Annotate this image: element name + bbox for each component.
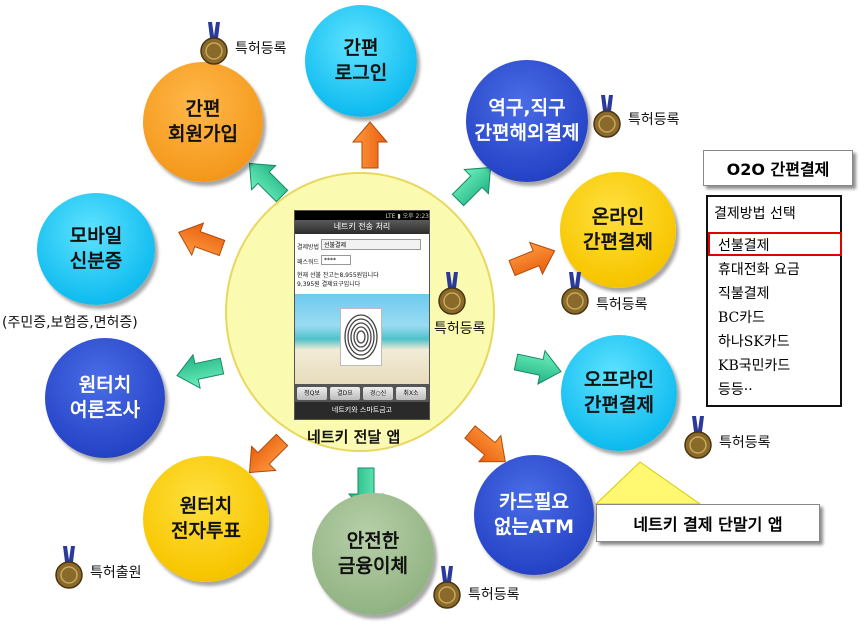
arrow-to-survey <box>176 353 225 389</box>
medal-icon <box>593 95 621 138</box>
overseas-patent-label: 특허등록 <box>628 112 680 128</box>
node-label: 온라인 간편결제 <box>583 206 653 253</box>
o2o-item-hanask-card[interactable]: 하나SK카드 <box>718 334 790 350</box>
node-label: 오프라인 간편결제 <box>584 369 654 416</box>
o2o-item-debit[interactable]: 직불결제 <box>718 286 770 302</box>
phone-status-bar: LTE ▮ 오후 2:23 <box>295 211 429 220</box>
phone-footer: 네트키와 스마트금고 <box>295 402 429 419</box>
connect-button[interactable]: 경○신 <box>363 387 393 400</box>
arrow-to-overseas <box>451 166 492 207</box>
node-label: 원터치 여론조사 <box>70 374 140 421</box>
balance-info: 현재 선불 잔고는8,955원입니다 <box>297 272 379 279</box>
password-field[interactable]: **** <box>321 255 351 265</box>
o2o-item-bc-card[interactable]: BC카드 <box>718 310 766 326</box>
o2o-item-mobile-bill[interactable]: 휴대전화 요금 <box>718 262 800 278</box>
vote-patent-label: 특허출원 <box>90 565 142 581</box>
node-mobile-id: 모바일 신분증 <box>37 193 155 305</box>
node-label: 간편 로그인 <box>334 37 388 84</box>
medal-icon <box>438 272 466 315</box>
medal-icon <box>200 22 228 65</box>
node-safe-transfer: 안전한 금융이체 <box>312 493 434 615</box>
o2o-header: 결제방법 선택 <box>714 206 796 222</box>
phone-form: 결제방법 선불결제 패스워드 **** 현재 선불 잔고는8,955원입니다 9… <box>295 234 429 294</box>
node-label: 역구,직구 간편해외결제 <box>474 97 580 144</box>
phone-button-row: 청Q보 결D요 경○신 취X소 <box>295 384 429 402</box>
node-offline-payment: 오프라인 간편결제 <box>561 335 677 451</box>
node-label: 안전한 금융이체 <box>338 530 408 577</box>
method-label: 결제방법 <box>297 244 320 251</box>
node-cardless-atm: 카드필요 없는ATM <box>474 455 594 575</box>
center-caption: 네트키 전달 앱 <box>307 428 401 446</box>
payment-request-info: 9,395원 결제요구입니다 <box>297 281 361 288</box>
fingerprint-icon <box>340 308 382 366</box>
transfer-patent-label: 특허등록 <box>468 587 520 603</box>
method-select[interactable]: 선불결제 <box>321 239 421 250</box>
medal-icon <box>684 416 712 459</box>
medal-icon <box>433 566 461 609</box>
medal-icon <box>561 272 589 315</box>
node-one-touch-survey: 원터치 여론조사 <box>45 338 165 458</box>
o2o-item-kb-card[interactable]: KB국민카드 <box>718 358 791 374</box>
arrow-to-signup <box>248 162 289 203</box>
arrow-to-offline <box>513 349 562 385</box>
verify-button[interactable]: 청Q보 <box>297 387 327 400</box>
id-types-text: (주민증,보험증,면허증) <box>2 315 138 331</box>
online-patent-label: 특허등록 <box>596 297 648 313</box>
center-patent-label: 특허등록 <box>434 321 486 337</box>
node-overseas-payment: 역구,직구 간편해외결제 <box>466 60 588 182</box>
o2o-selected-highlight <box>708 232 842 256</box>
node-online-payment: 온라인 간편결제 <box>560 172 676 288</box>
node-label: 원터치 전자투표 <box>171 495 241 542</box>
callout-pointer <box>594 461 702 505</box>
arrow-to-atm <box>464 425 506 463</box>
terminal-app-callout: 네트키 결제 단말기 앱 <box>596 504 820 542</box>
node-simple-login: 간편 로그인 <box>305 5 417 117</box>
node-simple-signup: 간편 회원가입 <box>143 62 263 182</box>
node-label: 모바일 신분증 <box>69 225 123 272</box>
password-label: 패스워드 <box>297 259 320 266</box>
login-patent-label: 특허등록 <box>235 41 287 57</box>
arrow-to-mobile-id <box>178 222 226 257</box>
offline-patent-label: 특허등록 <box>719 435 771 451</box>
medal-icon <box>55 546 83 589</box>
node-one-touch-vote: 원터치 전자투표 <box>143 456 269 582</box>
node-label: 간편 회원가입 <box>168 98 238 145</box>
arrow-to-online <box>508 241 556 277</box>
o2o-item-prepaid[interactable]: 선불결제 <box>718 238 770 254</box>
o2o-title: O2O 간편결제 <box>703 150 853 186</box>
node-label: 카드필요 없는ATM <box>493 491 575 538</box>
cancel-button[interactable]: 취X소 <box>396 387 426 400</box>
o2o-item-etc[interactable]: 등등·· <box>718 382 753 398</box>
phone-screen: LTE ▮ 오후 2:23 네트키 전송 처리 결제방법 선불결제 패스워드 *… <box>294 210 430 420</box>
o2o-payment-method-list: 결제방법 선택 선불결제 휴대전화 요금 직불결제 BC카드 하나SK카드 KB… <box>706 195 842 407</box>
phone-title: 네트키 전송 처리 <box>295 220 429 234</box>
arrow-to-vote <box>248 433 289 474</box>
arrow-to-login <box>351 121 389 169</box>
payment-button[interactable]: 결D요 <box>330 387 360 400</box>
